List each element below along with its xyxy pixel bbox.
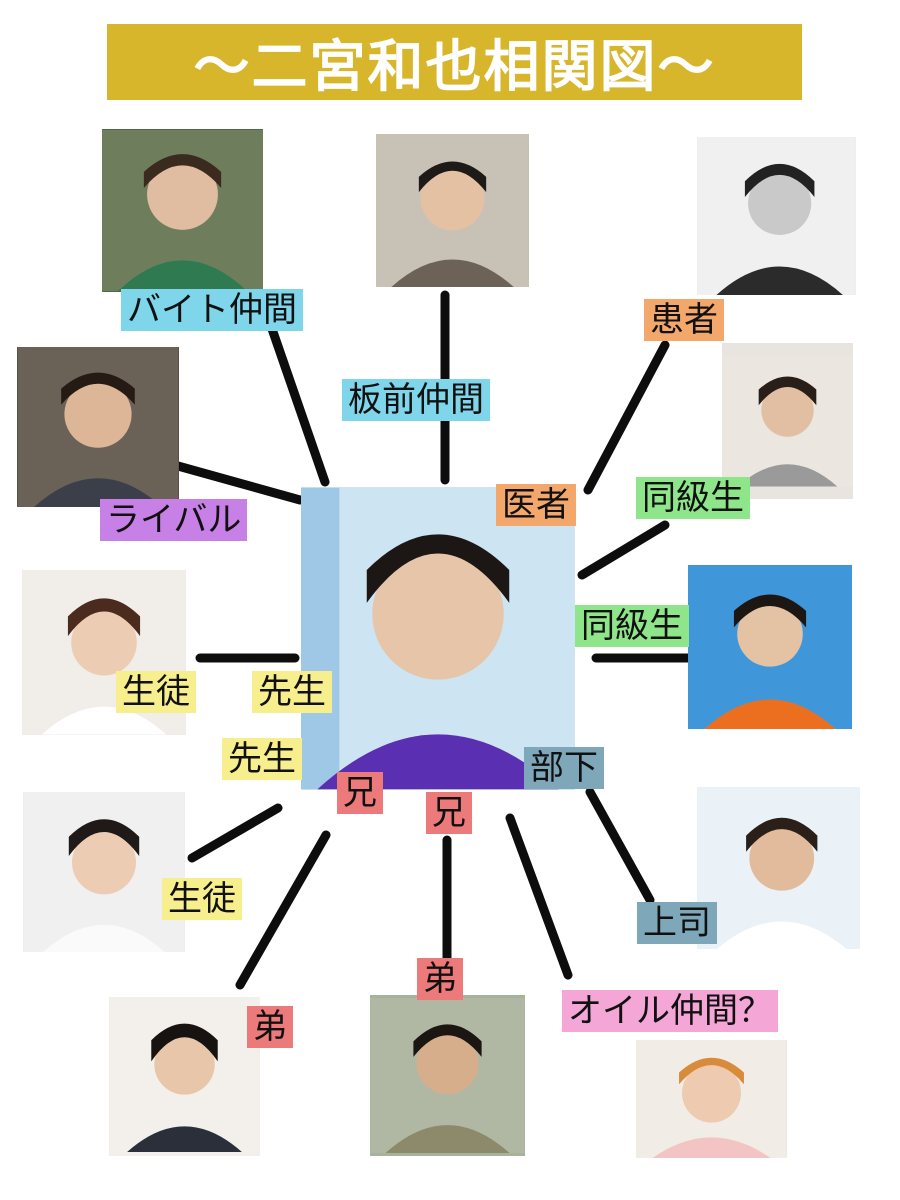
- photo-brother-center: [370, 995, 525, 1156]
- label-sensei-top: 先生: [252, 671, 332, 713]
- photo-rival: [17, 347, 179, 507]
- photo-classmate-right: [688, 565, 852, 729]
- label-otouto-center: 弟: [417, 958, 463, 1000]
- photo-brother-left: [109, 997, 260, 1156]
- label-sensei-mid: 先生: [222, 738, 302, 780]
- label-oil: オイル仲間？: [562, 990, 778, 1032]
- line-rival: [173, 461, 305, 505]
- label-buka: 部下: [524, 747, 604, 789]
- label-seito-top: 生徒: [116, 671, 196, 713]
- photo-baito-friend: [102, 129, 263, 292]
- label-otouto-left: 弟: [247, 1006, 293, 1048]
- label-doukyuu-right: 同級生: [575, 605, 689, 647]
- label-joushi: 上司: [637, 902, 717, 944]
- diagram-title: 〜二宮和也相関図〜: [107, 24, 802, 100]
- photo-boss: [697, 787, 860, 949]
- line-otouto-left: [235, 830, 331, 990]
- label-ani-left: 兄: [337, 772, 383, 814]
- label-seito-bottom: 生徒: [162, 878, 242, 920]
- line-joushi: [585, 787, 655, 905]
- label-ani-center: 兄: [426, 792, 472, 834]
- photo-oil-friend: [636, 1040, 787, 1158]
- label-rival: ライバル: [100, 499, 248, 541]
- label-doukyuu-top: 同級生: [636, 477, 750, 519]
- photo-ninomiya: [301, 487, 575, 790]
- photo-patient: [697, 137, 856, 295]
- photo-itamae-friend: [376, 134, 529, 287]
- photo-student-bottom: [23, 792, 185, 952]
- label-isha: 医者: [496, 484, 576, 526]
- line-kanja: [583, 340, 670, 495]
- line-seito-bottom: [187, 803, 283, 863]
- line-oil: [505, 813, 573, 980]
- photo-classmate-top: [722, 343, 853, 499]
- label-itamae: 板前仲間: [342, 379, 490, 421]
- line-doukyuu: [577, 520, 670, 580]
- label-baito: バイト仲間: [121, 289, 303, 331]
- label-kanja: 患者: [644, 299, 724, 341]
